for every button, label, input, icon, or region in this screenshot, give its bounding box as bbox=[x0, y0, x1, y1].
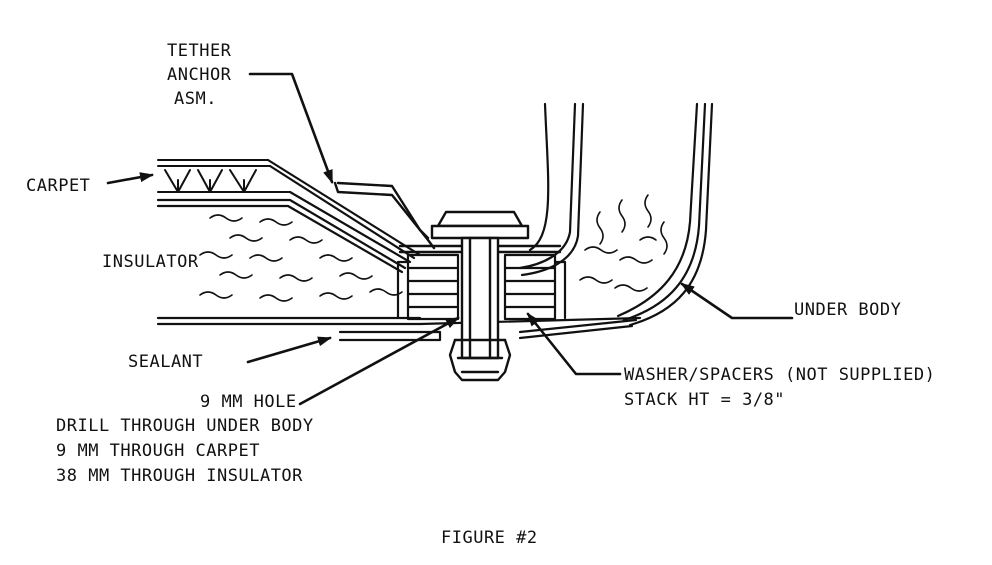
insulator-label: INSULATOR bbox=[102, 252, 199, 272]
sealant-leader bbox=[246, 336, 332, 364]
tether-anchor-label-3: ASM. bbox=[174, 89, 217, 109]
hole-note-line-1: 9 MM HOLE bbox=[200, 392, 297, 412]
under-body-floor bbox=[156, 316, 642, 342]
figure-caption: FIGURE #2 bbox=[441, 528, 538, 548]
hole-leader bbox=[298, 316, 460, 406]
leader-lines bbox=[106, 72, 794, 406]
carpet-layer bbox=[157, 159, 291, 193]
tether-anchor-label-2: ANCHOR bbox=[167, 65, 232, 85]
washer-note-line-1: WASHER/SPACERS (NOT SUPPLIED) bbox=[624, 365, 936, 385]
bolt bbox=[398, 210, 562, 382]
tether-anchor-bracket bbox=[333, 181, 436, 250]
hole-note-line-2: DRILL THROUGH UNDER BODY bbox=[56, 416, 314, 436]
under-body-label: UNDER BODY bbox=[794, 300, 902, 320]
carpet-leader bbox=[106, 172, 154, 185]
washer-note-line-2: STACK HT = 3/8" bbox=[624, 390, 786, 410]
under-body-leader bbox=[680, 282, 794, 320]
insulator-texture-right bbox=[579, 194, 668, 292]
insulator-texture-left bbox=[199, 214, 403, 302]
hole-note-line-3: 9 MM THROUGH CARPET bbox=[56, 441, 260, 461]
floor-layers bbox=[156, 158, 422, 274]
washer-leader bbox=[526, 312, 622, 376]
hole-note-line-4: 38 MM THROUGH INSULATOR bbox=[56, 466, 303, 486]
sealant-label: SEALANT bbox=[128, 352, 204, 372]
tether-leader bbox=[248, 72, 334, 184]
carpet-label: CARPET bbox=[26, 176, 91, 196]
under-body-wall bbox=[518, 102, 714, 327]
tether-anchor-label-1: TETHER bbox=[167, 41, 232, 61]
